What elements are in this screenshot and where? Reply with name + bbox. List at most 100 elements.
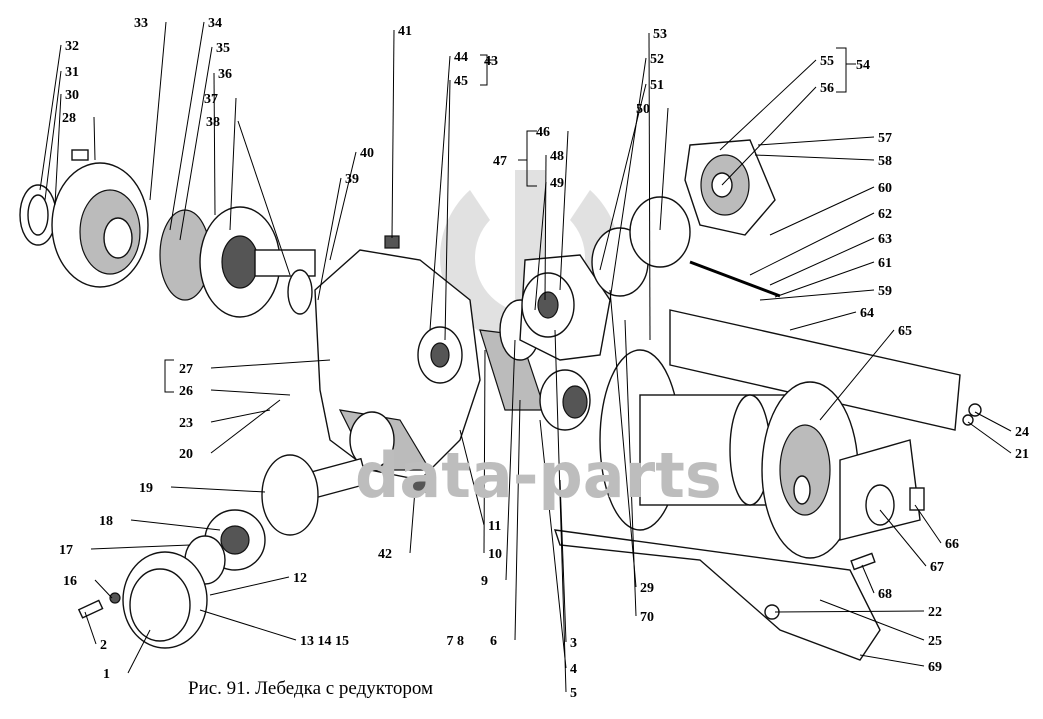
leader-line xyxy=(559,130,569,291)
callout-number: 12 xyxy=(293,571,307,586)
callout-number: 69 xyxy=(928,660,942,675)
leader-line xyxy=(179,46,213,241)
leader-line xyxy=(210,359,331,369)
callout-number: 33 xyxy=(134,16,148,31)
callout-number: 56 xyxy=(820,81,834,96)
callout-number: 25 xyxy=(928,634,942,649)
callout-60: 60 xyxy=(769,181,892,236)
leader-line xyxy=(967,421,1012,454)
callout-37: 37 xyxy=(204,92,237,231)
leader-line xyxy=(609,289,637,588)
callout-number: 58 xyxy=(878,154,892,169)
callout-25: 25 xyxy=(819,599,942,649)
leader-line xyxy=(130,519,221,531)
callout-42: 42 xyxy=(378,489,416,562)
callout-53: 53 xyxy=(648,27,667,341)
callout-4: 4 xyxy=(539,419,577,677)
callout-7-8: 7 8 xyxy=(447,634,465,649)
callout-number: 62 xyxy=(878,207,892,222)
leader-line xyxy=(149,21,167,201)
callout-10: 10 xyxy=(483,349,502,562)
callout-43: 43 xyxy=(484,54,498,69)
callout-number: 31 xyxy=(65,65,79,80)
callout-number: 27 xyxy=(179,362,193,377)
callout-number: 37 xyxy=(204,92,218,107)
callout-32: 32 xyxy=(39,39,79,191)
callout-41: 41 xyxy=(391,24,412,239)
callout-number: 68 xyxy=(878,587,892,602)
leader-line xyxy=(84,611,97,645)
watermark: data-parts xyxy=(355,439,722,512)
leader-line xyxy=(514,399,521,641)
callout-number: 46 xyxy=(536,125,550,140)
callout-number: 52 xyxy=(650,52,664,67)
callout-number: 53 xyxy=(653,27,667,42)
leader-line xyxy=(757,136,875,146)
callout-number: 16 xyxy=(63,574,77,589)
callout-number: 23 xyxy=(179,416,193,431)
callout-number: 40 xyxy=(360,146,374,161)
winch-drum xyxy=(599,349,982,620)
callout-number: 41 xyxy=(398,24,412,39)
gear-assembly xyxy=(159,206,316,318)
leader-line xyxy=(170,486,266,493)
callout-67: 67 xyxy=(879,509,944,575)
callout-number: 38 xyxy=(206,115,220,130)
leader-line xyxy=(544,154,547,301)
leader-line xyxy=(169,21,205,231)
callout-34: 34 xyxy=(169,16,222,231)
callout-number: 11 xyxy=(488,519,501,534)
output-shaft xyxy=(77,454,427,649)
callout-number: 18 xyxy=(99,514,113,529)
callout-number: 47 xyxy=(493,154,507,169)
leader-line xyxy=(429,55,451,331)
callout-29: 29 xyxy=(609,289,654,596)
leader-line xyxy=(974,411,1012,432)
callout-number: 48 xyxy=(550,149,564,164)
callout-number: 60 xyxy=(878,181,892,196)
callout-24: 24 xyxy=(974,411,1029,440)
leader-line xyxy=(819,599,925,641)
frame xyxy=(553,309,961,661)
callout-28: 28 xyxy=(62,111,96,161)
callout-3: 3 xyxy=(559,479,577,651)
callout-20: 20 xyxy=(179,399,281,462)
leader-line xyxy=(648,32,651,341)
callout-36: 36 xyxy=(213,67,232,216)
leader-line xyxy=(819,329,895,421)
figure-caption: Рис. 91. Лебедка с редуктором xyxy=(188,678,433,699)
leader-line xyxy=(754,154,875,161)
callout-number: 20 xyxy=(179,447,193,462)
callout-51: 51 xyxy=(599,78,664,271)
callout-68: 68 xyxy=(861,564,892,602)
callout-11: 11 xyxy=(459,429,501,534)
callout-19: 19 xyxy=(139,481,266,496)
callout-57: 57 xyxy=(757,131,892,146)
leader-line xyxy=(719,59,817,151)
callout-56: 56 xyxy=(721,81,834,186)
leader-line xyxy=(879,509,927,567)
callout-69: 69 xyxy=(859,654,942,675)
callout-number: 36 xyxy=(218,67,232,82)
leader-line xyxy=(534,181,547,311)
leader-line xyxy=(554,329,567,693)
callout-number: 29 xyxy=(640,581,654,596)
leader-line xyxy=(774,261,875,298)
gearbox-housing xyxy=(314,235,481,481)
callout-number: 7 8 xyxy=(447,634,465,649)
callout-number: 21 xyxy=(1015,447,1029,462)
callout-35: 35 xyxy=(179,41,230,241)
callout-number: 28 xyxy=(62,111,76,126)
callout-number: 35 xyxy=(216,41,230,56)
callout-number: 5 xyxy=(570,686,577,701)
leader-line xyxy=(859,654,925,667)
callout-number: 67 xyxy=(930,560,944,575)
callout-40: 40 xyxy=(329,146,374,261)
callout-64: 64 xyxy=(789,306,874,331)
callout-number: 2 xyxy=(100,638,107,653)
callout-number: 45 xyxy=(454,74,468,89)
leader-line xyxy=(769,237,875,286)
callout-61: 61 xyxy=(774,256,892,298)
callout-44: 44 xyxy=(429,50,468,331)
